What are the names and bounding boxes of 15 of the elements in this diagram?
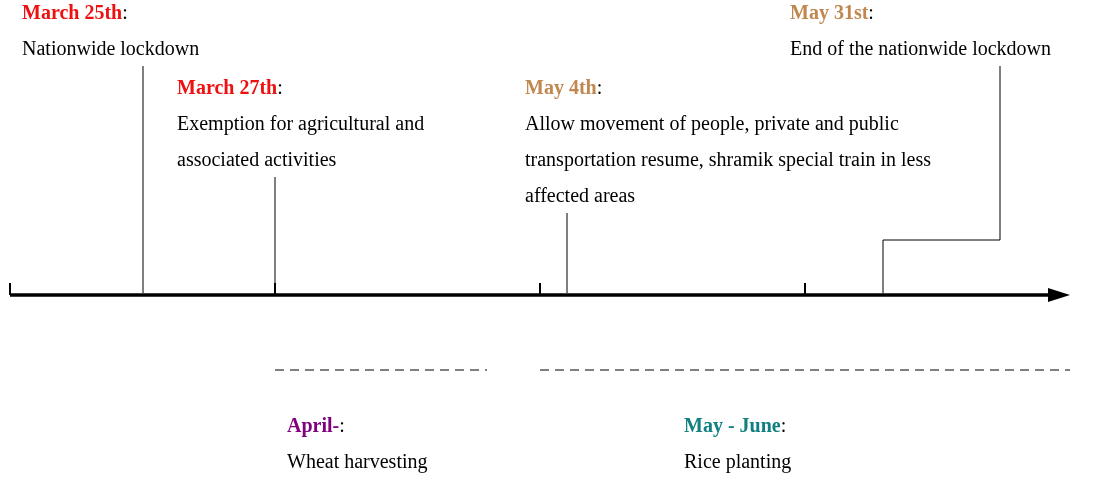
event-date: April-: bbox=[287, 413, 346, 439]
event-description: End of the nationwide lockdown bbox=[790, 36, 1053, 61]
event-marker-line bbox=[142, 65, 144, 294]
event-date: March 27th: bbox=[177, 75, 284, 100]
event-date: May - June: bbox=[684, 413, 788, 439]
event-date: May 4th: bbox=[525, 75, 604, 101]
event-description: Exemption for agricultural and associated activities bbox=[177, 111, 426, 172]
event-marker-line bbox=[566, 212, 568, 294]
event-description: Wheat harvesting bbox=[287, 449, 429, 475]
event-date: March 25th: bbox=[22, 0, 129, 25]
event-description: Allow movement of people, private and public transportation resume, shramik special train in less affected areas bbox=[525, 111, 932, 208]
event-description: Rice planting bbox=[684, 449, 793, 475]
event-marker-line bbox=[882, 65, 1001, 294]
event-description: Nationwide lockdown bbox=[22, 36, 201, 61]
event-date: May 31st: bbox=[790, 0, 875, 26]
